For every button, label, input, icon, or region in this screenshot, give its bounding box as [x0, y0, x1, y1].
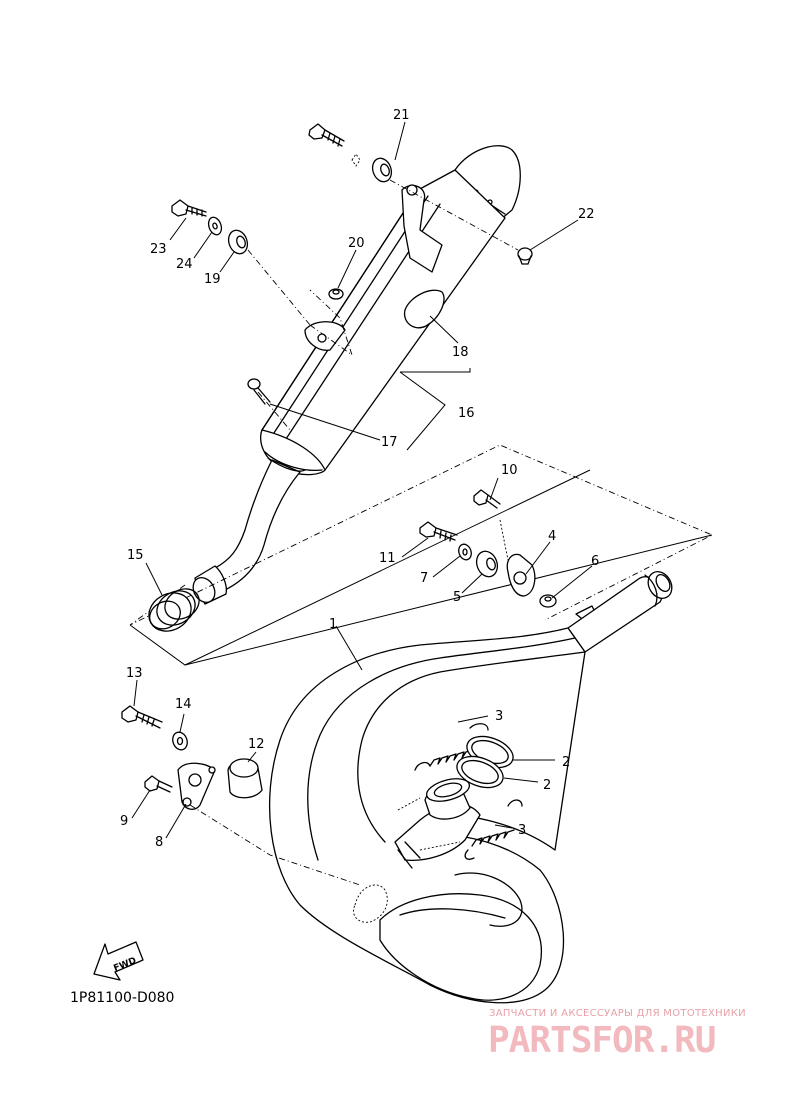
callouts: 1 2 2 3 3 4 5 6 7 8 9 10 11 12 13 14 15 … — [120, 108, 599, 850]
callout-20: 20 — [348, 236, 365, 251]
callout-17: 17 — [381, 435, 398, 450]
mount-hardware — [419, 489, 597, 623]
callout-24: 24 — [176, 257, 193, 272]
silencer — [192, 145, 521, 605]
callout-10: 10 — [501, 463, 518, 478]
watermark-logo: PARTSFOR.RU — [488, 1020, 716, 1061]
callout-2b: 2 — [543, 778, 551, 793]
drawing-code: 1P81100-D080 — [70, 990, 175, 1006]
callout-3a: 3 — [495, 709, 503, 724]
silencer-fasteners — [171, 123, 533, 405]
callout-8: 8 — [155, 835, 163, 850]
callout-11: 11 — [379, 551, 396, 566]
leader-lines — [131, 121, 593, 839]
front-hardware — [121, 705, 388, 923]
callout-2a: 2 — [562, 755, 570, 770]
callout-15: 15 — [127, 548, 144, 563]
callout-6: 6 — [591, 554, 599, 569]
callout-5: 5 — [453, 590, 461, 605]
callout-12: 12 — [248, 737, 265, 752]
callout-22: 22 — [578, 207, 595, 222]
callout-19: 19 — [204, 272, 221, 287]
callout-18: 18 — [452, 345, 469, 360]
callout-13: 13 — [126, 666, 143, 681]
watermark-tagline: ЗАПЧАСТИ И АКСЕССУАРЫ ДЛЯ МОТОТЕХНИКИ — [489, 1008, 746, 1019]
callout-9: 9 — [120, 814, 128, 829]
callout-7: 7 — [420, 571, 428, 586]
callout-16: 16 — [458, 406, 475, 421]
callout-21: 21 — [393, 108, 410, 123]
exhaust-chamber — [268, 571, 673, 1004]
callout-3b: 3 — [518, 823, 526, 838]
springs-and-rings — [397, 723, 523, 860]
callout-1: 1 — [329, 617, 337, 632]
callout-14: 14 — [175, 697, 192, 712]
callout-23: 23 — [150, 242, 167, 257]
gasket — [148, 588, 200, 632]
fwd-arrow: FWD — [93, 941, 144, 981]
callout-4: 4 — [548, 529, 556, 544]
